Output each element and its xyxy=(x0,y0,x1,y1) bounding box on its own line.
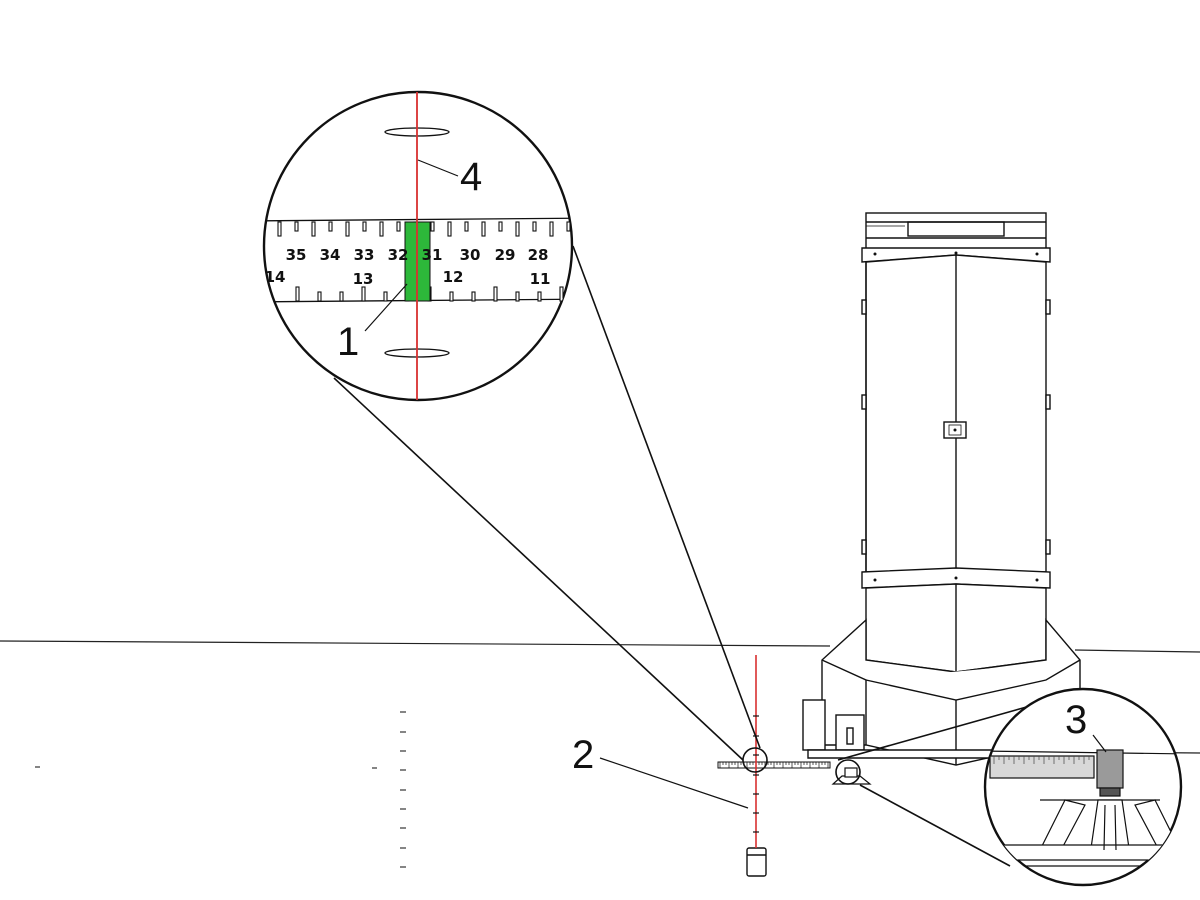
magnifier-connector-lines xyxy=(333,245,1031,867)
scale-top-tick xyxy=(345,221,350,237)
callout-leaders xyxy=(364,159,1107,809)
zoom3-origin-circle xyxy=(835,759,861,785)
scale-bottom-tick xyxy=(493,286,498,302)
scale-top-label: 32 xyxy=(388,246,409,264)
scale-top-tick xyxy=(311,221,316,237)
scale-bottom-label: 12 xyxy=(443,268,464,286)
scale-top-label: 33 xyxy=(354,246,375,264)
scale-top-tick xyxy=(566,221,571,232)
scale-top-label: 30 xyxy=(460,246,481,264)
scale-top-tick xyxy=(294,221,299,232)
scale-bottom-tick xyxy=(515,291,520,302)
scale-bottom-label: 13 xyxy=(353,270,374,288)
scale-bottom-tick xyxy=(383,291,388,302)
scale-bottom-label: 11 xyxy=(530,270,551,288)
scale-bottom-tick xyxy=(317,291,322,302)
scale-top-tick xyxy=(515,221,520,237)
scale-bottom-tick xyxy=(361,286,366,302)
scale-top-label: 35 xyxy=(286,246,307,264)
machine-tower xyxy=(802,212,1081,766)
callout-2: 2 xyxy=(572,733,594,777)
laser-emitter xyxy=(746,847,767,877)
scale-top-tick xyxy=(498,221,503,232)
tower-rivets xyxy=(873,251,1039,582)
scale-top-tick xyxy=(481,221,486,237)
scale-top-tick xyxy=(549,221,554,237)
scale-bottom-tick xyxy=(449,291,454,302)
scale-top-tick xyxy=(277,221,282,237)
scale-bottom-tick xyxy=(582,292,585,301)
scale-bottom-label: 14 xyxy=(265,268,286,286)
scale-bottom-tick xyxy=(537,291,542,302)
scale-top-tick xyxy=(447,221,452,237)
scale-top-tick xyxy=(362,221,367,232)
scale-top-label: 28 xyxy=(528,246,549,264)
scale-top-label: 31 xyxy=(422,246,443,264)
floor-tick-marks xyxy=(35,711,406,868)
scale-top-tick xyxy=(379,221,384,237)
scale-top-label: 29 xyxy=(495,246,516,264)
callout-3: 3 xyxy=(1065,698,1087,742)
scale-bottom-tick xyxy=(626,287,629,301)
callout-4: 4 xyxy=(460,155,482,199)
scale-top-tick xyxy=(532,221,537,232)
floor-sensor xyxy=(831,767,872,785)
scale-top-tick xyxy=(328,221,333,232)
callout-1: 1 xyxy=(337,320,359,364)
scale-top-tick xyxy=(430,221,435,232)
scale-bottom-tick xyxy=(604,292,607,301)
scale-top-tick xyxy=(396,221,401,232)
scale-bottom-tick xyxy=(471,291,476,302)
scale-top-tick xyxy=(464,221,469,232)
scale-top-label: 34 xyxy=(320,246,341,264)
scale-bottom-tick xyxy=(339,291,344,302)
scale-bottom-tick xyxy=(559,286,564,302)
scale-bottom-tick xyxy=(295,286,300,302)
